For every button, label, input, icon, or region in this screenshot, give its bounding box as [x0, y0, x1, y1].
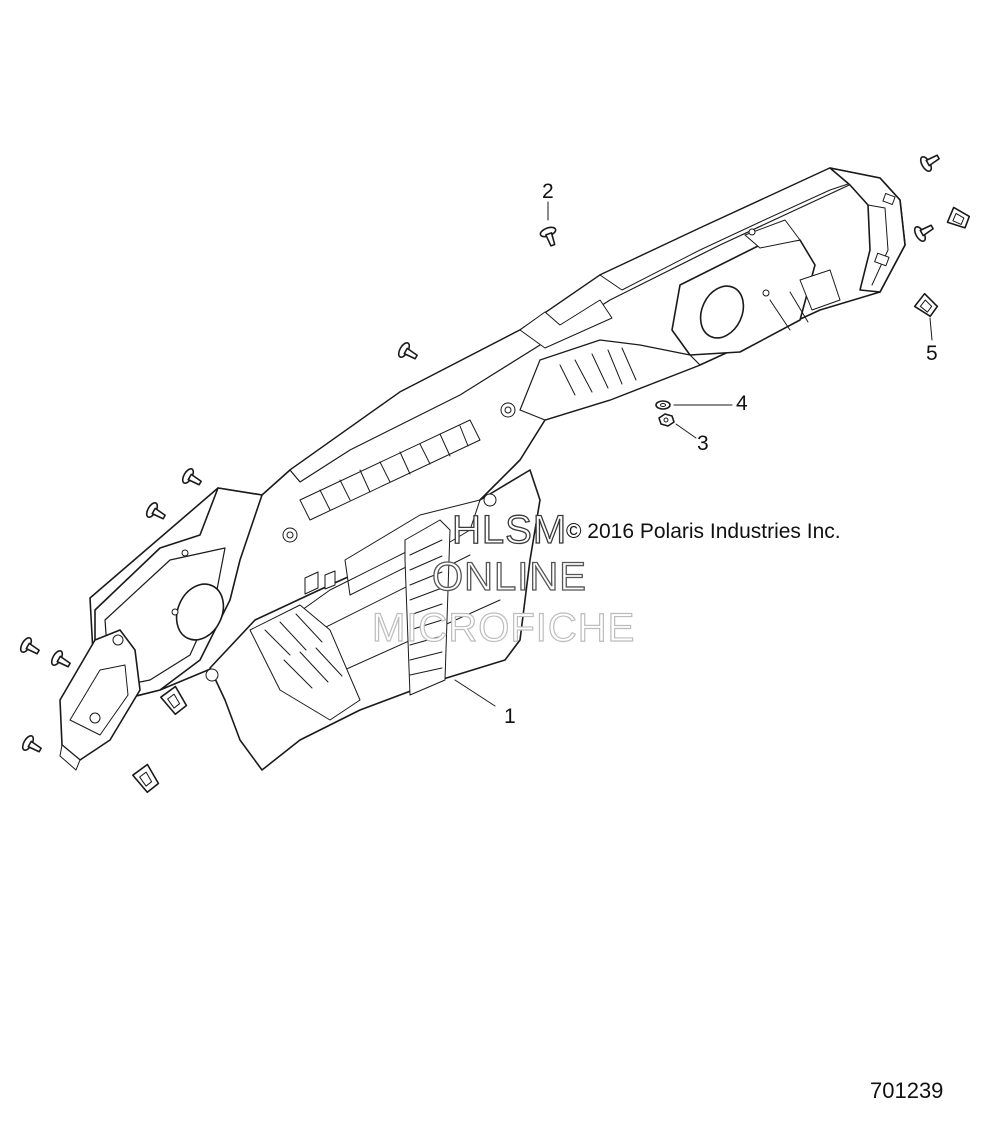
- push-rivet-icon: [913, 224, 934, 243]
- callout-5: 5: [926, 342, 938, 365]
- retainer-clip-icon: [913, 292, 939, 318]
- figure-number: 701239: [870, 1078, 944, 1103]
- push-rivet-icon: [919, 154, 940, 173]
- washer-icon: [655, 400, 671, 410]
- retainer-clip-icon: [946, 206, 971, 229]
- watermark-line-1: HLSM: [451, 507, 568, 552]
- push-rivet-icon: [181, 467, 202, 486]
- watermark-line-3: MICROFICHE: [371, 605, 636, 650]
- retainer-clip-icon: [160, 685, 188, 716]
- callout-1: 1: [504, 705, 516, 728]
- push-rivet-icon: [397, 341, 418, 360]
- push-rivet-icon: [21, 734, 42, 753]
- callout-4: 4: [736, 392, 748, 415]
- push-rivet-icon: [19, 636, 40, 655]
- bumper-assembly: [59, 167, 906, 771]
- push-rivet-icon: [145, 501, 166, 520]
- nut-icon: [658, 413, 675, 427]
- watermark-line-2: ONLINE: [431, 554, 587, 599]
- copyright-notice: © 2016 Polaris Industries Inc.: [566, 520, 841, 543]
- callout-2: 2: [542, 180, 554, 203]
- callout-3: 3: [697, 432, 709, 455]
- push-rivet-icon: [539, 226, 557, 247]
- retainer-clip-icon: [132, 763, 160, 794]
- push-rivet-icon: [50, 649, 71, 668]
